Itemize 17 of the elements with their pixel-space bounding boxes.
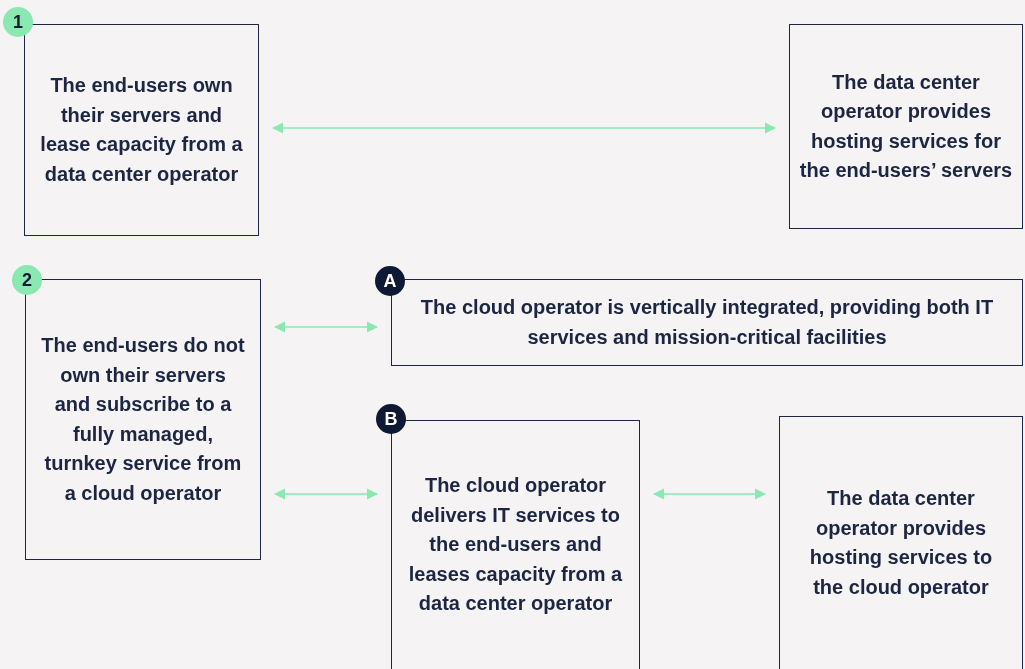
box-text: The end-users do not own their servers and subscribe to a fully managed, turnkey service from a cloud operator — [40, 333, 246, 506]
double-arrow — [273, 488, 379, 500]
text-box — [24, 24, 259, 236]
box-text: The data center operator provides hosting services for the end-users’ servers — [798, 69, 1014, 183]
number-badge: 2 — [12, 265, 42, 295]
double-arrow — [273, 321, 379, 333]
double-arrow — [652, 488, 767, 500]
text-box — [779, 416, 1023, 669]
box-text: The data center operator provides hosting services to the cloud operator — [808, 486, 994, 600]
text-box — [789, 24, 1023, 229]
box-text: The end-users own their servers and lease capacity from a data center operator — [39, 73, 244, 187]
box-text: The cloud operator is vertically integrated, providing both IT services and mission-critical facilities — [419, 295, 995, 350]
box-text: The cloud operator delivers IT services to the end-users and leases capacity from a data center operator — [407, 473, 624, 617]
number-badge: A — [375, 266, 405, 296]
number-badge: 1 — [3, 7, 33, 37]
double-arrow — [271, 122, 777, 134]
number-badge: B — [376, 404, 406, 434]
